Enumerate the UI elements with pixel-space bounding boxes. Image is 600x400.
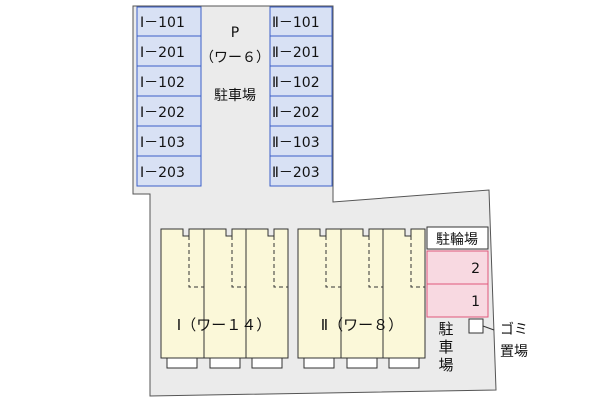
parking-space: Ⅱ－202 — [269, 95, 333, 127]
garbage-area: ゴミ 置場 — [468, 318, 528, 360]
parking-space: Ⅰ－201 — [136, 35, 202, 67]
building-1: Ⅰ（ワー１４） — [160, 228, 289, 369]
parking-space-label: Ⅱ－101 — [272, 15, 320, 31]
parking-space: Ⅱ－101 — [269, 6, 333, 37]
parking-space: Ⅱ－103 — [269, 125, 333, 157]
parking-space-label: Ⅱ－103 — [272, 135, 320, 151]
parking-space-label: Ⅰ－203 — [140, 165, 185, 181]
parking-space: Ⅰ－103 — [136, 125, 202, 157]
parking-p-label: P — [231, 25, 239, 41]
parking-space-label: Ⅱ－201 — [272, 45, 320, 61]
parking-column-left: Ⅰ－101 Ⅰ－201 Ⅰ－102 Ⅰ－202 Ⅰ－103 Ⅰ－203 — [136, 6, 202, 187]
bicycle-slot-label: 2 — [471, 261, 480, 277]
small-parking: 駐 車 場 — [438, 320, 453, 374]
bicycle-slot — [426, 283, 489, 318]
bicycle-parking: 駐輪場 2 1 — [426, 226, 489, 318]
building-2-label: Ⅱ（ワー８） — [321, 316, 403, 334]
small-parking-label-3: 場 — [438, 356, 453, 374]
parking-space-label: Ⅰ－101 — [140, 15, 185, 31]
building-2: Ⅱ（ワー８） — [297, 228, 426, 369]
parking-space: Ⅰ－202 — [136, 95, 202, 127]
parking-space: Ⅰ－102 — [136, 65, 202, 97]
parking-space-label: Ⅱ－102 — [272, 75, 320, 91]
small-parking-label-2: 車 — [438, 338, 453, 356]
parking-space: Ⅱ－201 — [269, 35, 333, 67]
garbage-label-2: 置場 — [500, 344, 528, 360]
parking-space: Ⅱ－102 — [269, 65, 333, 97]
parking-code-label: （ワー６） — [200, 50, 270, 66]
parking-space: Ⅱ－203 — [269, 155, 333, 187]
parking-name-label: 駐車場 — [214, 87, 256, 104]
parking-space: Ⅰ－101 — [136, 6, 202, 37]
parking-column-right: Ⅱ－101 Ⅱ－201 Ⅱ－102 Ⅱ－202 Ⅱ－103 Ⅱ－203 — [269, 6, 333, 187]
building-1-label: Ⅰ（ワー１４） — [177, 316, 271, 334]
small-parking-label-1: 駐 — [438, 320, 453, 338]
parking-space-label: Ⅱ－202 — [272, 105, 320, 121]
parking-space-label: Ⅰ－102 — [140, 75, 185, 91]
parking-space-label: Ⅱ－203 — [272, 165, 320, 181]
bicycle-parking-title: 駐輪場 — [436, 231, 478, 248]
garbage-box — [468, 318, 484, 334]
garbage-label-1: ゴミ — [500, 321, 528, 338]
parking-space-label: Ⅰ－202 — [140, 105, 185, 121]
parking-space-label: Ⅰ－103 — [140, 135, 185, 151]
parking-space-label: Ⅰ－201 — [140, 45, 185, 61]
parking-space: Ⅰ－203 — [136, 155, 202, 187]
bicycle-slot — [426, 250, 489, 285]
bicycle-slot-label: 1 — [471, 294, 480, 310]
